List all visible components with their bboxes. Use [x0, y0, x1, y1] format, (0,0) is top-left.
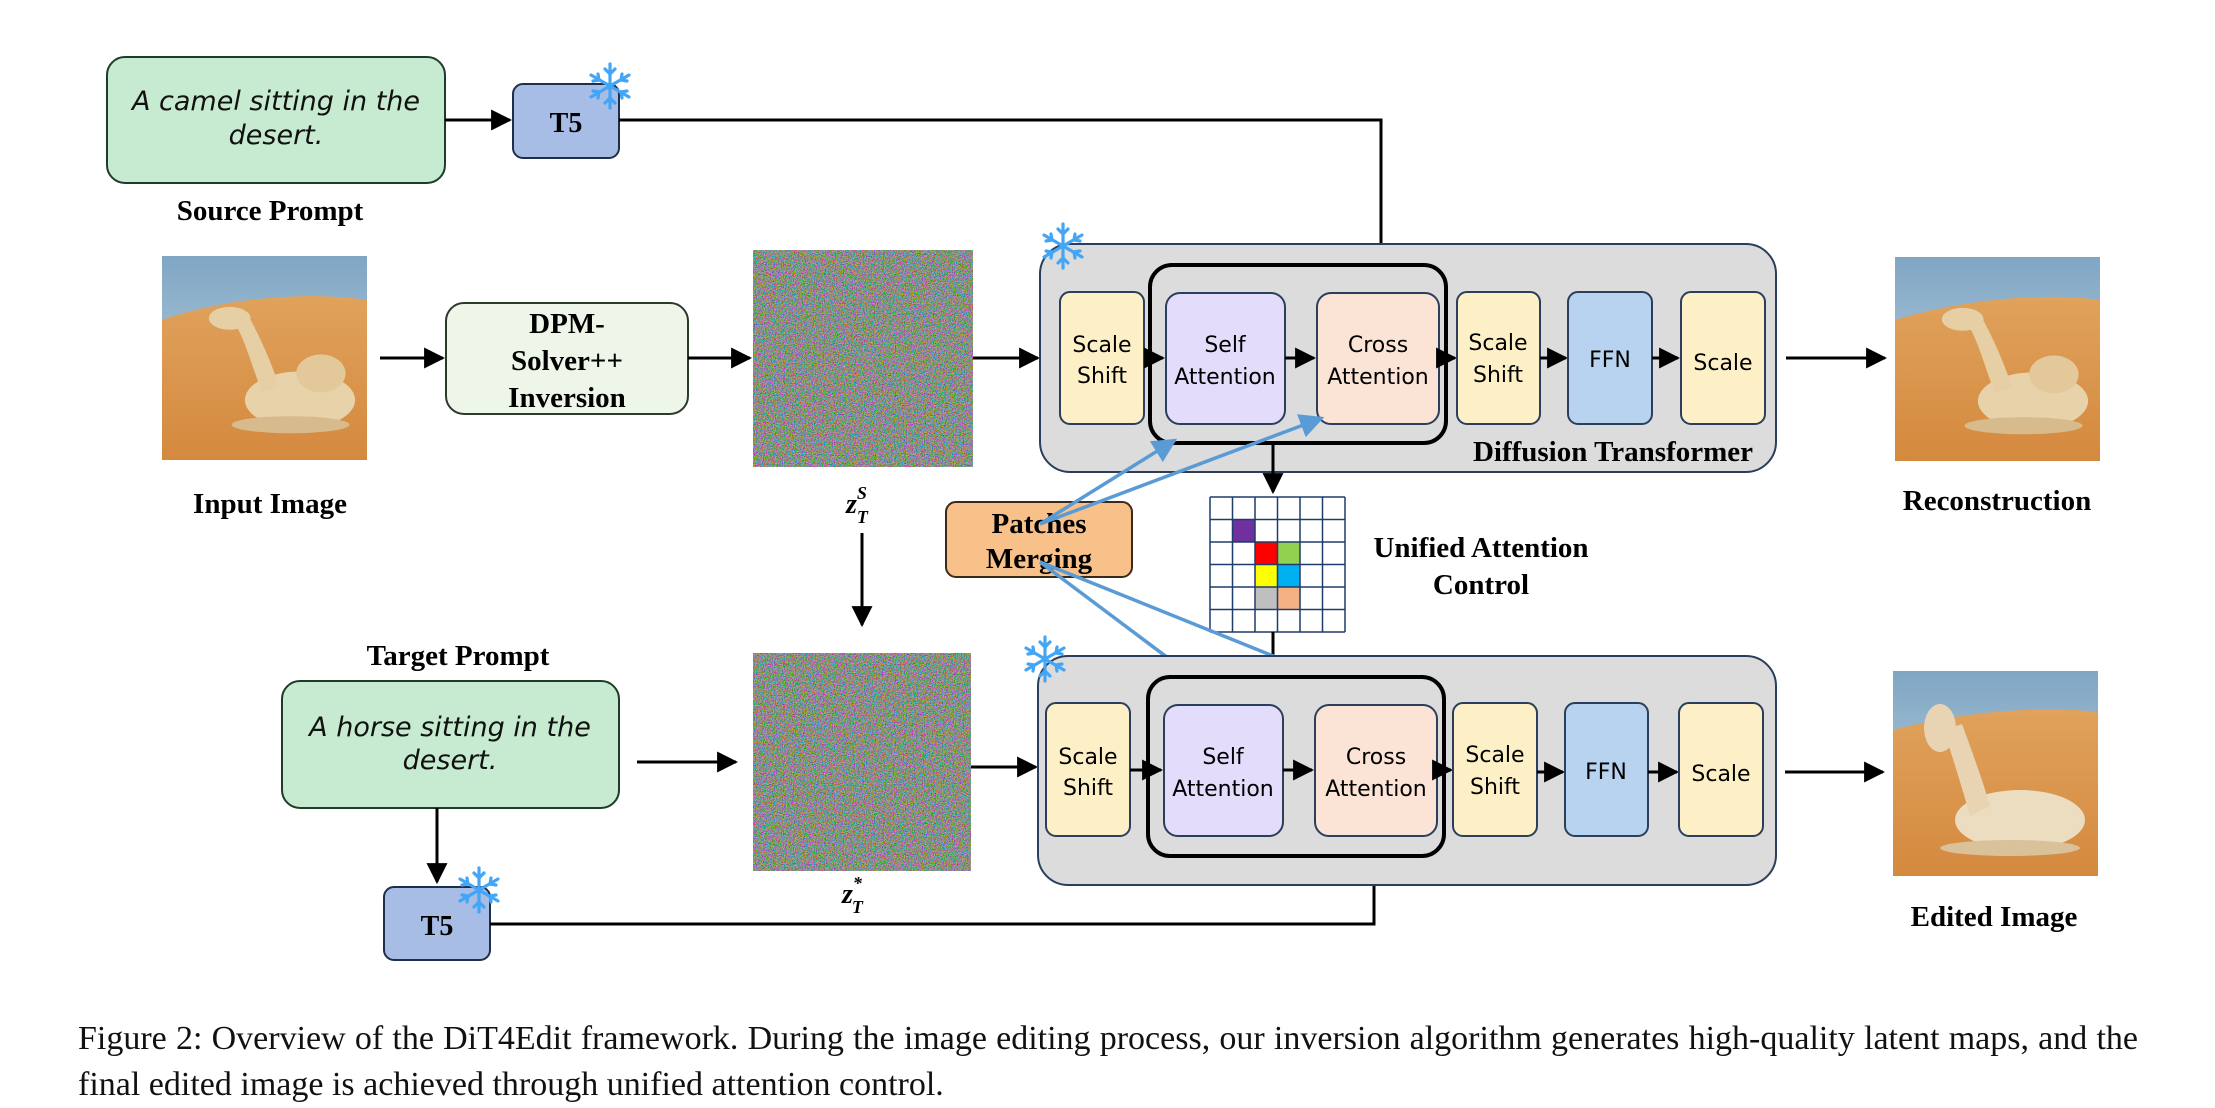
scale-block: Scale — [1680, 291, 1766, 425]
svg-text:Shift: Shift — [1470, 775, 1520, 800]
diffusion-transformer-label: Diffusion Transformer — [1473, 436, 1753, 468]
unified-attention-grid — [1209, 496, 1346, 633]
source-prompt-text-line1: A camel sitting in the — [130, 86, 420, 117]
target-prompt-text-line2: desert. — [403, 745, 498, 776]
svg-text:Attention: Attention — [1325, 777, 1427, 802]
svg-text:Attention: Attention — [1172, 777, 1274, 802]
input-image — [162, 256, 367, 460]
dpm-line3: Inversion — [508, 382, 626, 414]
scale-shift-block: Scale Shift — [1456, 291, 1541, 425]
source-prompt-text-line2: desert. — [229, 120, 324, 151]
target-prompt-label: Target Prompt — [367, 640, 550, 672]
svg-text:Scale: Scale — [1691, 762, 1750, 787]
svg-text:Cross: Cross — [1346, 745, 1406, 770]
reconstruction-image — [1895, 257, 2100, 461]
edited-image — [1893, 671, 2098, 876]
ffn-block: FFN — [1564, 702, 1649, 837]
attention-grid-cell — [1277, 542, 1300, 565]
svg-text:Attention: Attention — [1174, 365, 1276, 390]
svg-text:Shift: Shift — [1473, 363, 1523, 388]
svg-text:Self: Self — [1204, 333, 1247, 358]
ffn-block: FFN — [1567, 291, 1653, 425]
source-prompt-box: A camel sitting in the desert. — [106, 56, 446, 184]
input-image-label: Input Image — [193, 488, 347, 520]
framework-diagram: A camel sitting in the desert. Source Pr… — [106, 56, 2100, 961]
attention-grid-cell — [1255, 587, 1278, 610]
svg-text:Shift: Shift — [1063, 776, 1113, 801]
reconstruction-label: Reconstruction — [1903, 485, 2091, 517]
t5-encoder-bottom: T5 — [383, 886, 491, 961]
attention-grid-cell — [1255, 564, 1278, 587]
svg-text:FFN: FFN — [1585, 760, 1627, 785]
dpm-line2: Solver++ — [511, 345, 623, 377]
scale-shift-block: Scale Shift — [1045, 702, 1131, 837]
svg-text:Scale: Scale — [1072, 333, 1131, 358]
self-attention-block: Self Attention — [1165, 292, 1286, 425]
attention-grid-cell — [1232, 519, 1255, 542]
t5-top-label: T5 — [550, 108, 583, 139]
cross-attention-block: Cross Attention — [1314, 704, 1438, 837]
svg-text:Scale: Scale — [1058, 745, 1117, 770]
patches-merging-box: Patches Merging — [945, 501, 1133, 578]
target-prompt-box: A horse sitting in the desert. — [281, 680, 620, 809]
svg-text:Merging: Merging — [986, 543, 1093, 575]
svg-text:Attention: Attention — [1327, 365, 1429, 390]
diffusion-transformer-bottom: Scale Shift Self Attention Cross Attenti… — [1024, 635, 1777, 886]
svg-text:Cross: Cross — [1348, 333, 1408, 358]
unified-attention-label-line1: Unified Attention — [1373, 532, 1588, 564]
attention-grid-cell — [1255, 542, 1278, 565]
svg-text:Shift: Shift — [1077, 364, 1127, 389]
diffusion-transformer-top: Scale Shift Self Attention Cross Attenti… — [1039, 222, 1777, 473]
source-prompt-label: Source Prompt — [177, 195, 364, 227]
latent-noise-map-source — [753, 250, 973, 467]
attention-grid-cell — [1277, 587, 1300, 610]
dpm-solver-inversion-box: DPM- Solver++ Inversion — [445, 302, 689, 415]
svg-text:Scale: Scale — [1465, 743, 1524, 768]
scale-shift-block: Scale Shift — [1452, 702, 1538, 837]
svg-text:Scale: Scale — [1693, 351, 1752, 376]
scale-shift-block: Scale Shift — [1059, 291, 1145, 425]
target-prompt-text-line1: A horse sitting in the — [307, 712, 591, 743]
unified-attention-label-line2: Control — [1433, 569, 1529, 601]
attention-grid-cell — [1277, 564, 1300, 587]
edited-image-label: Edited Image — [1911, 901, 2078, 933]
latent-target-label: z*T — [841, 873, 864, 917]
self-attention-block: Self Attention — [1163, 704, 1284, 837]
scale-block: Scale — [1678, 702, 1764, 837]
t5-bottom-label: T5 — [421, 911, 454, 942]
svg-text:FFN: FFN — [1589, 348, 1631, 373]
svg-text:Scale: Scale — [1468, 331, 1527, 356]
t5-encoder-top: T5 — [512, 83, 620, 159]
dpm-line1: DPM- — [529, 308, 605, 340]
latent-noise-map-target — [753, 653, 971, 871]
svg-text:Self: Self — [1202, 745, 1245, 770]
cross-attention-block: Cross Attention — [1316, 292, 1440, 425]
figure-caption: Figure 2: Overview of the DiT4Edit frame… — [78, 1020, 2138, 1103]
